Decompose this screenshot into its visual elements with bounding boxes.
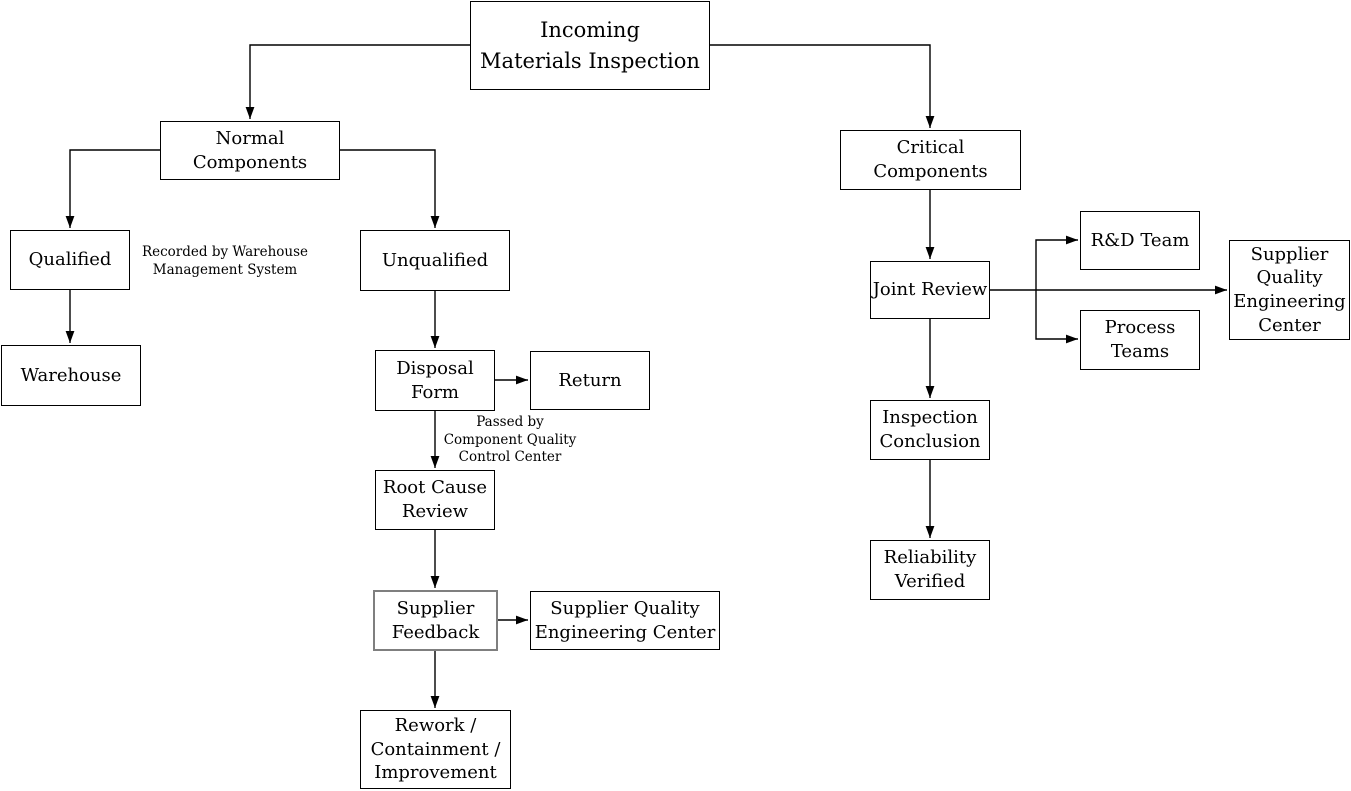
node-rd-team: R&D Team	[1080, 211, 1200, 270]
node-unqualified: Unqualified	[360, 230, 510, 291]
node-supplier-feedback: Supplier Feedback	[373, 590, 498, 651]
node-process-teams: Process Teams	[1080, 310, 1200, 370]
edge-normal-unqualified	[340, 149, 440, 228]
node-rework-containment-improvement: Rework / Containment / Improvement	[360, 710, 511, 789]
node-joint-review: Joint Review	[870, 261, 990, 319]
edge-jointreview-rdteam	[1035, 235, 1078, 290]
node-supplier-quality-engineering-center-right: Supplier Quality Engineering Center	[1229, 240, 1350, 340]
node-qualified: Qualified	[10, 230, 130, 290]
node-incoming-materials-inspection: Incoming Materials Inspection	[470, 1, 710, 90]
annotation-passed-by-component-quality: Passed by Component Quality Control Cent…	[443, 414, 577, 465]
edge-incoming-critical	[710, 44, 935, 128]
edge-incoming-normal	[245, 44, 470, 119]
edge-jointreview-processteams	[1035, 290, 1078, 344]
node-inspection-conclusion: Inspection Conclusion	[870, 400, 990, 460]
annotation-recorded-by-warehouse: Recorded by Warehouse Management System	[141, 244, 309, 278]
node-disposal-form: Disposal Form	[375, 350, 495, 411]
node-root-cause-review: Root Cause Review	[375, 470, 495, 530]
node-critical-components: Critical Components	[840, 130, 1021, 190]
node-normal-components: Normal Components	[160, 121, 340, 180]
node-warehouse: Warehouse	[1, 345, 141, 406]
edge-normal-qualified	[65, 149, 160, 228]
node-reliability-verified: Reliability Verified	[870, 540, 990, 600]
node-return: Return	[530, 351, 650, 410]
node-supplier-quality-engineering-center-left: Supplier Quality Engineering Center	[530, 591, 720, 650]
